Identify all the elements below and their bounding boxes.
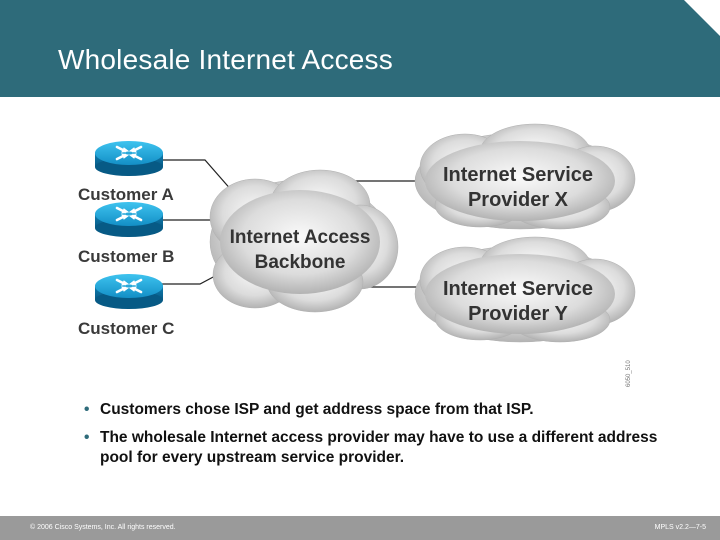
cloud-icon-provider-y [414, 236, 636, 343]
diagram-graphics [93, 123, 636, 343]
slide-title: Wholesale Internet Access [58, 44, 393, 75]
network-diagram: Customer A Customer B Customer C Interne… [0, 97, 720, 387]
cloud-icon-backbone [209, 169, 399, 313]
provider-y-label-line2: Provider Y [468, 303, 568, 325]
bullet-list: • Customers chose ISP and get address sp… [84, 400, 684, 476]
provider-x-label: Internet Service Provider X [428, 163, 608, 213]
header-corner [684, 0, 720, 36]
customer-a-label: Customer A [78, 185, 174, 204]
router-icon-b [93, 200, 165, 239]
title-bar: Wholesale Internet Access [0, 0, 720, 97]
bullet-item: • The wholesale Internet access provider… [84, 428, 684, 468]
cloud-icon-provider-x [414, 123, 636, 230]
bullet-dot: • [84, 429, 90, 446]
bullet-dot: • [84, 401, 90, 418]
backbone-label-line2: Backbone [254, 252, 346, 273]
provider-y-label-line1: Internet Service [442, 278, 594, 300]
provider-x-label-line2: Provider X [467, 189, 569, 211]
provider-y-label: Internet Service Provider Y [428, 277, 608, 327]
copyright-text: © 2006 Cisco Systems, Inc. All rights re… [30, 524, 176, 531]
provider-x-label-line1: Internet Service [442, 164, 594, 186]
figure-code: 6050_510 [626, 360, 632, 387]
backbone-label-line1: Internet Access [229, 227, 371, 248]
slide-number: MPLS v2.2—7-5 [654, 524, 706, 531]
bullet-text: Customers chose ISP and get address spac… [100, 401, 534, 418]
bullet-text: The wholesale Internet access provider m… [100, 429, 658, 466]
customer-b-label: Customer B [78, 247, 175, 266]
router-icon-c [93, 272, 165, 311]
footer-bar: © 2006 Cisco Systems, Inc. All rights re… [0, 516, 720, 540]
customer-c-label: Customer C [78, 319, 175, 338]
router-icon-a [93, 139, 165, 178]
backbone-label: Internet Access Backbone [212, 225, 388, 275]
bullet-item: • Customers chose ISP and get address sp… [84, 400, 684, 420]
